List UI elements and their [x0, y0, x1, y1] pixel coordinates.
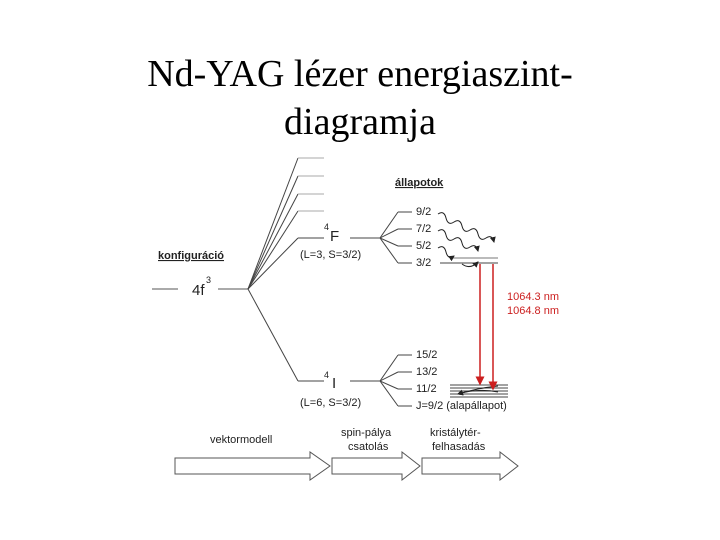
I-state-label: J=9/2 (alapállapot)	[416, 400, 507, 412]
I-term-split-lines	[350, 354, 508, 407]
page-title: Nd-YAG lézer energiaszint- diagramja	[0, 50, 720, 146]
F-state-label: 9/2	[416, 206, 431, 218]
F-state-label: 5/2	[416, 240, 431, 252]
crystal-field-label-1: kristálytér-	[430, 427, 481, 439]
I-state-label: 13/2	[416, 366, 437, 378]
crystal-field-arrow	[421, 450, 519, 482]
laser-transitions	[475, 264, 498, 391]
F-term-superscript: 4	[324, 222, 329, 232]
vector-model-arrow	[174, 451, 331, 481]
title-line-2: diagramja	[284, 101, 436, 143]
laser-wavelength-2: 1064.8 nm	[507, 305, 559, 317]
F-term-split-lines	[350, 211, 498, 264]
crystal-field-label-2: felhasadás	[432, 441, 486, 453]
F-state-label: 3/2	[416, 257, 431, 269]
I-term-superscript: 4	[324, 370, 329, 380]
process-arrows	[174, 450, 519, 482]
states-heading: állapotok	[395, 177, 444, 189]
configuration-heading: konfiguráció	[158, 250, 224, 262]
spin-orbit-arrow	[331, 450, 421, 482]
F-term-quantum-numbers: (L=3, S=3/2)	[300, 249, 361, 261]
I-state-label: 15/2	[416, 349, 437, 361]
config-superscript: 3	[206, 275, 211, 285]
relaxation-arrows	[437, 212, 499, 396]
title-line-1: Nd-YAG lézer energiaszint-	[147, 53, 573, 95]
I-term-quantum-numbers: (L=6, S=3/2)	[300, 397, 361, 409]
config-fan-lines	[247, 157, 324, 382]
F-state-label: 7/2	[416, 223, 431, 235]
spin-orbit-label-1: spin-pálya	[341, 427, 392, 439]
vector-model-label: vektormodell	[210, 434, 272, 446]
config-label: 4f	[192, 282, 205, 299]
I-term-label: I	[332, 375, 336, 392]
F-term-label: F	[330, 228, 339, 245]
laser-wavelength-1: 1064.3 nm	[507, 291, 559, 303]
spin-orbit-label-2: csatolás	[348, 441, 389, 453]
I-state-label: 11/2	[416, 383, 437, 395]
